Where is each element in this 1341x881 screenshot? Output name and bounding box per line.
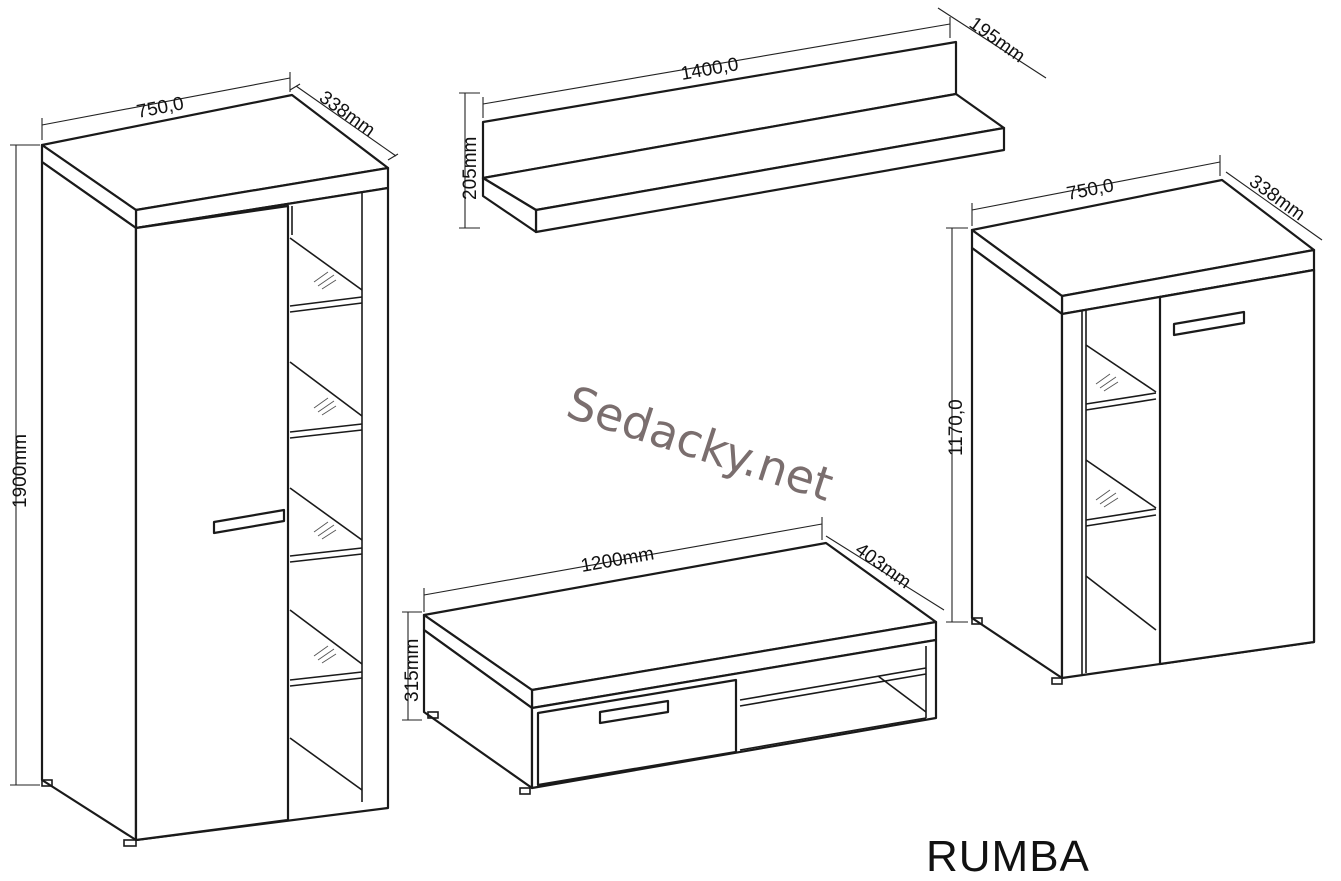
low-cabinet-door [1158,268,1316,666]
tall-cabinet: 750,0 338mm 1900mm [10,72,399,847]
wall-shelf-depth-label: 195mm [965,13,1029,67]
tv-stand-width-label: 1200mm [579,543,655,577]
low-cabinet-height-label: 1170,0 [946,399,967,456]
wall-shelf-height-label: 205mm [460,137,481,200]
wall-shelf-dimensions [459,7,1047,229]
low-cabinet-width-label: 750,0 [1065,175,1116,205]
tall-cabinet-handle [212,508,286,535]
tall-cabinet-door [134,204,290,842]
watermark: Sedacky.net [561,375,840,512]
tv-stand: 1200mm 403mm 315mm [402,517,945,795]
wall-shelf: 1400,0 195mm 205mm [459,7,1047,234]
tall-cabinet-height-label: 1900mm [10,434,31,508]
low-cabinet-side [970,246,1064,680]
low-cabinet-shelves [1085,344,1157,631]
low-cabinet: 750,0 338mm 1170,0 [946,155,1323,685]
low-cabinet-dimensions [946,155,1323,623]
tall-cabinet-shelves [289,237,363,791]
tall-cabinet-dimensions [10,72,399,786]
tall-cabinet-side [40,160,138,842]
tv-stand-handle [598,699,670,725]
low-cabinet-handle [1172,310,1246,337]
product-name: RUMBA [926,832,1090,881]
tv-stand-dimensions [402,517,945,721]
tv-stand-height-label: 315mm [402,639,423,702]
tv-stand-drawer [536,678,738,787]
